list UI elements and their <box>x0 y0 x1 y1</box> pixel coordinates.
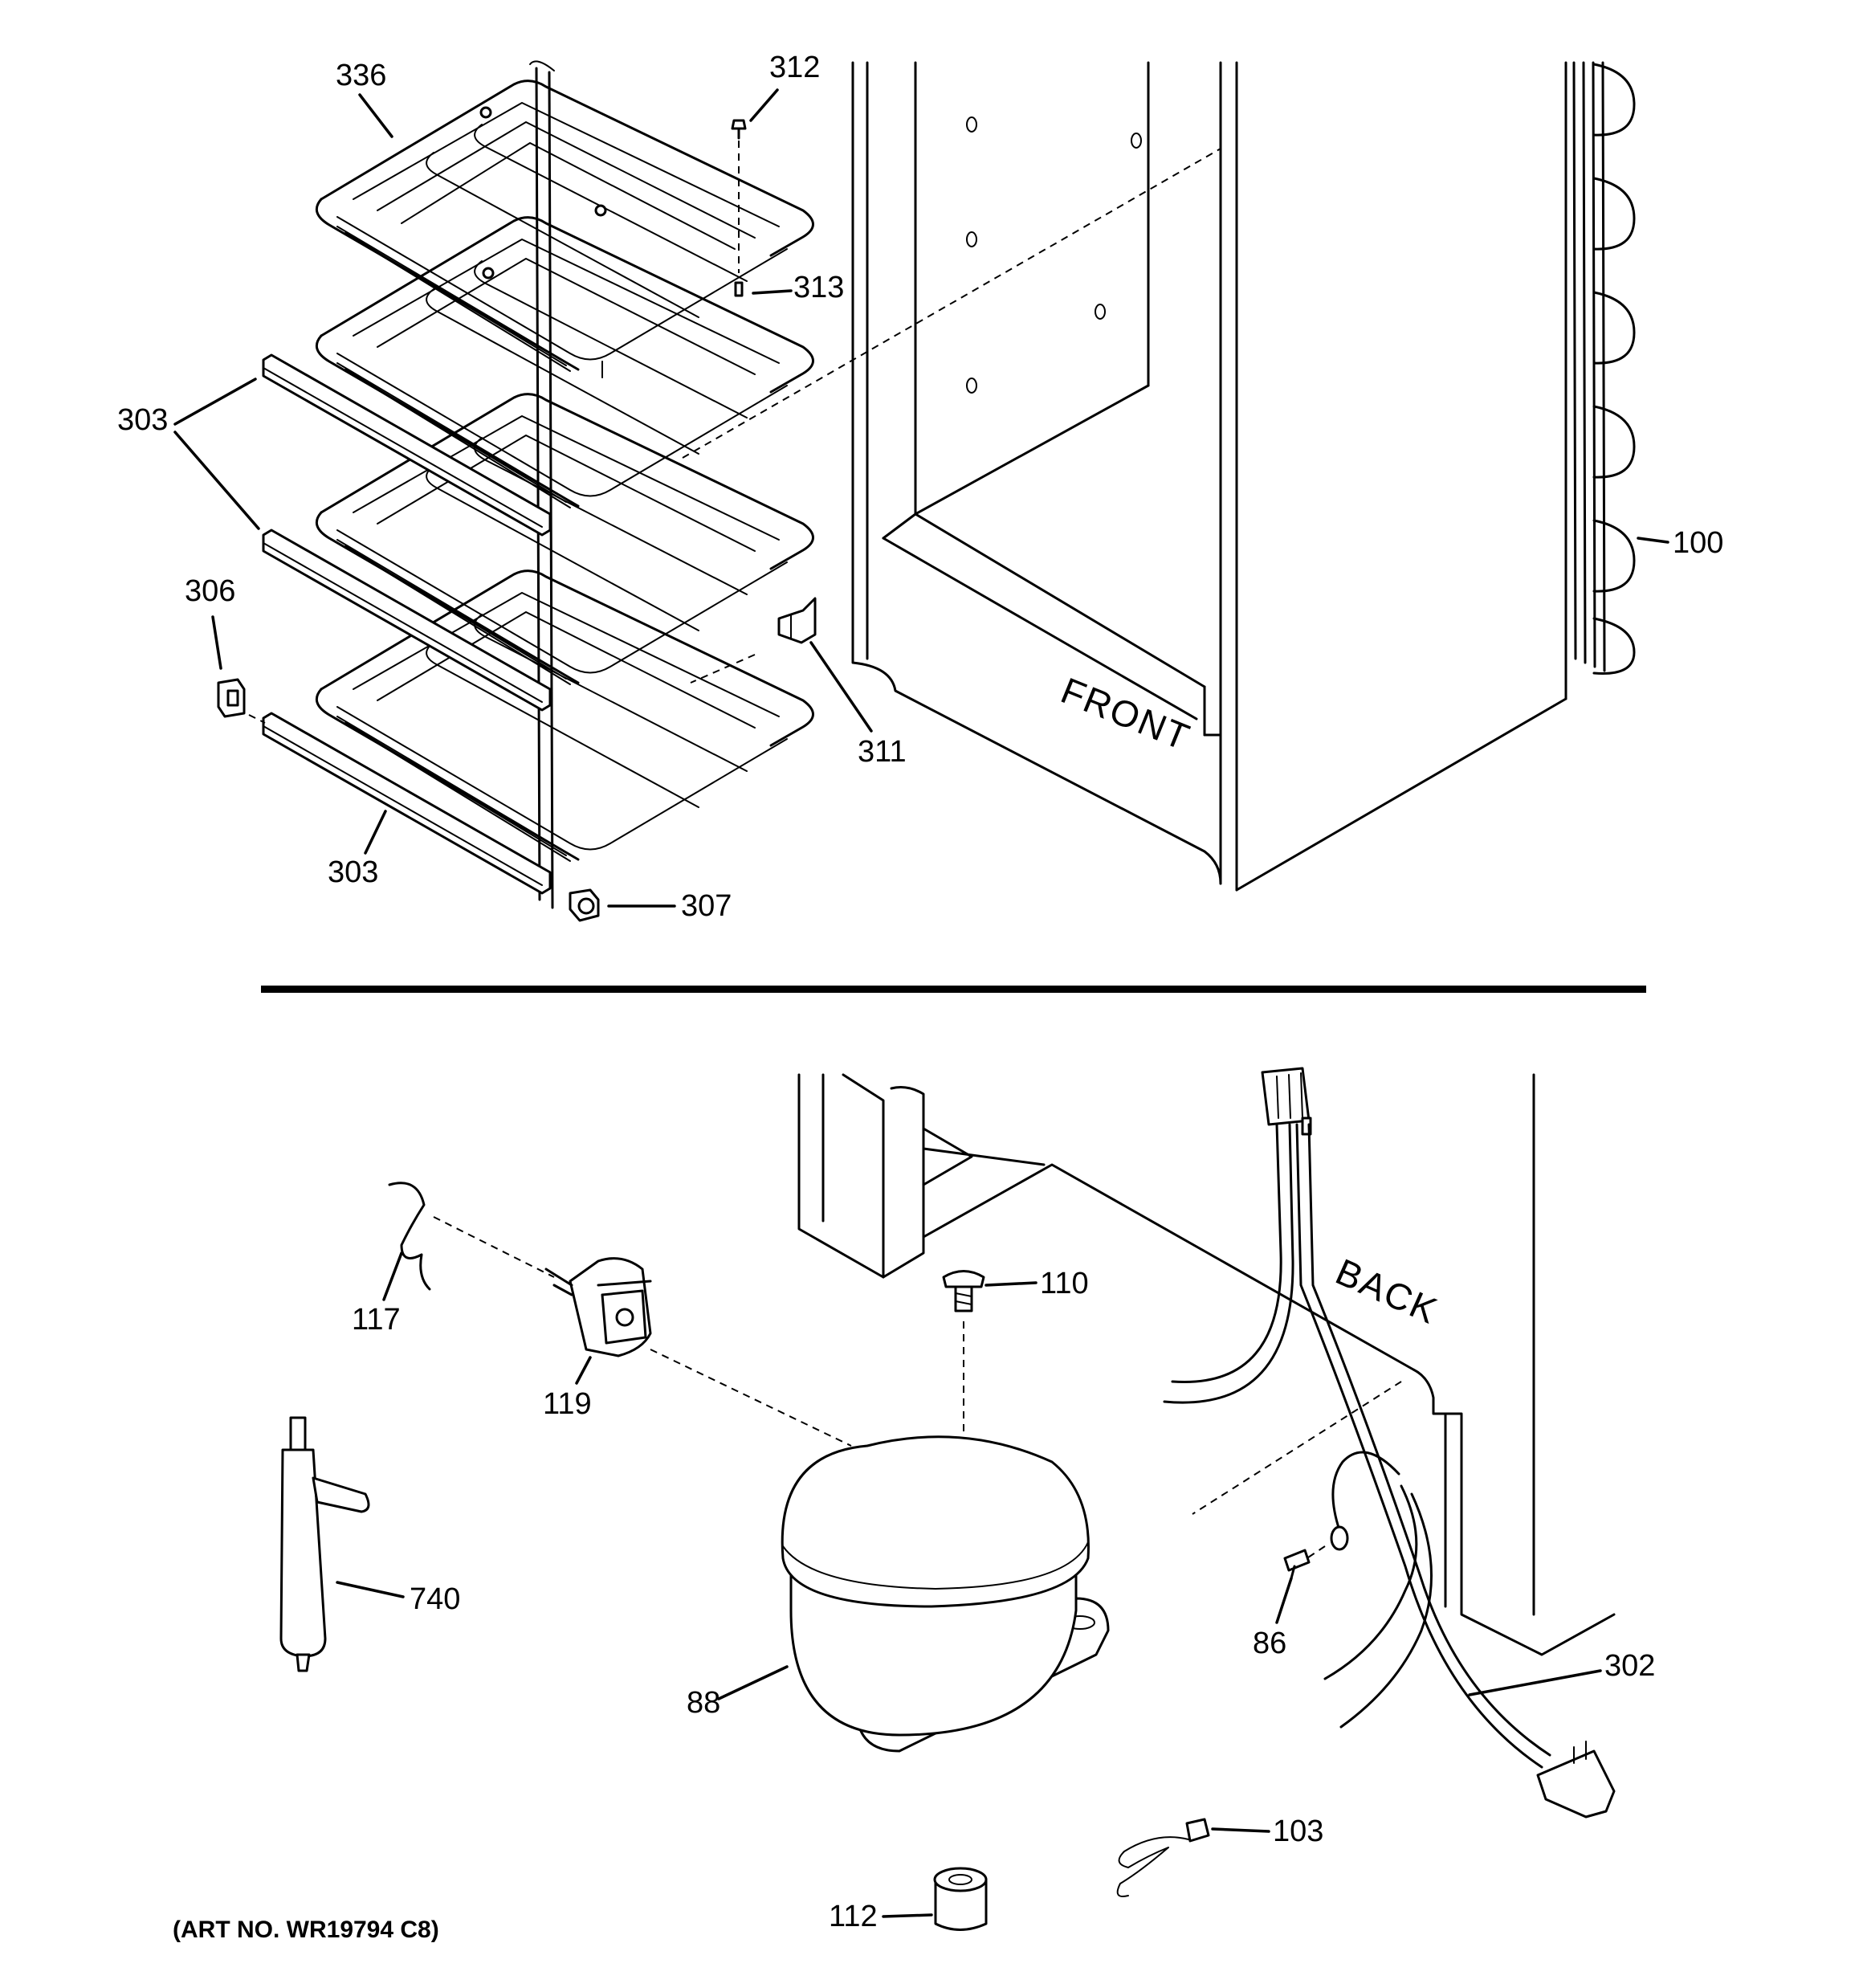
shelf-coil-2 <box>315 216 814 508</box>
label-103: 103 <box>1273 1815 1323 1848</box>
art-number: (ART NO. WR19794 C8) <box>173 1917 439 1943</box>
shelf-trim-strips <box>262 353 552 895</box>
label-336: 336 <box>336 59 386 92</box>
evaporator-shelves <box>315 60 814 909</box>
cabinet-rear <box>797 1073 1616 1656</box>
front-label: FRONT <box>1055 669 1196 758</box>
label-302: 302 <box>1604 1649 1655 1683</box>
shelf-coil-3 <box>315 393 814 685</box>
label-312: 312 <box>769 51 820 84</box>
label-88: 88 <box>687 1686 720 1720</box>
ground-wire <box>1330 1451 1400 1551</box>
clip-306-icon <box>217 678 246 718</box>
label-311: 311 <box>858 735 907 769</box>
screw-313-icon <box>734 281 744 297</box>
compressor-88 <box>781 1435 1110 1753</box>
screw-312-icon <box>731 119 747 140</box>
label-86: 86 <box>1253 1627 1286 1660</box>
label-303-upper: 303 <box>117 403 168 437</box>
power-cord-harness <box>1163 1067 1616 1819</box>
label-306: 306 <box>185 574 235 608</box>
label-119: 119 <box>543 1387 592 1421</box>
clip-117-icon <box>388 1182 431 1291</box>
label-303-lower: 303 <box>328 855 378 889</box>
cabinet-liner <box>851 61 1567 892</box>
shelf-coil-1 <box>315 80 814 372</box>
screw-86-icon <box>1283 1549 1311 1580</box>
label-117: 117 <box>352 1303 401 1337</box>
grommet-112-icon <box>933 1867 988 1931</box>
bracket-311-icon <box>777 597 817 644</box>
label-740: 740 <box>410 1582 460 1616</box>
section-divider <box>261 986 1646 993</box>
drier-740-icon <box>279 1416 370 1672</box>
condenser-coil <box>1572 61 1636 675</box>
label-112: 112 <box>829 1900 878 1933</box>
label-110: 110 <box>1040 1267 1089 1300</box>
label-313: 313 <box>793 271 844 304</box>
screw-110-icon <box>942 1270 985 1312</box>
leader-lines <box>173 88 1669 1918</box>
label-100: 100 <box>1673 526 1723 560</box>
part-number-labels: 336 312 313 303 306 311 303 307 100 117 … <box>117 51 1723 1933</box>
label-307: 307 <box>681 889 732 923</box>
back-label: BACK <box>1330 1251 1445 1333</box>
clip-307-icon <box>569 888 600 922</box>
wire-103-icon <box>1116 1818 1210 1897</box>
relay-119-icon <box>544 1257 652 1357</box>
